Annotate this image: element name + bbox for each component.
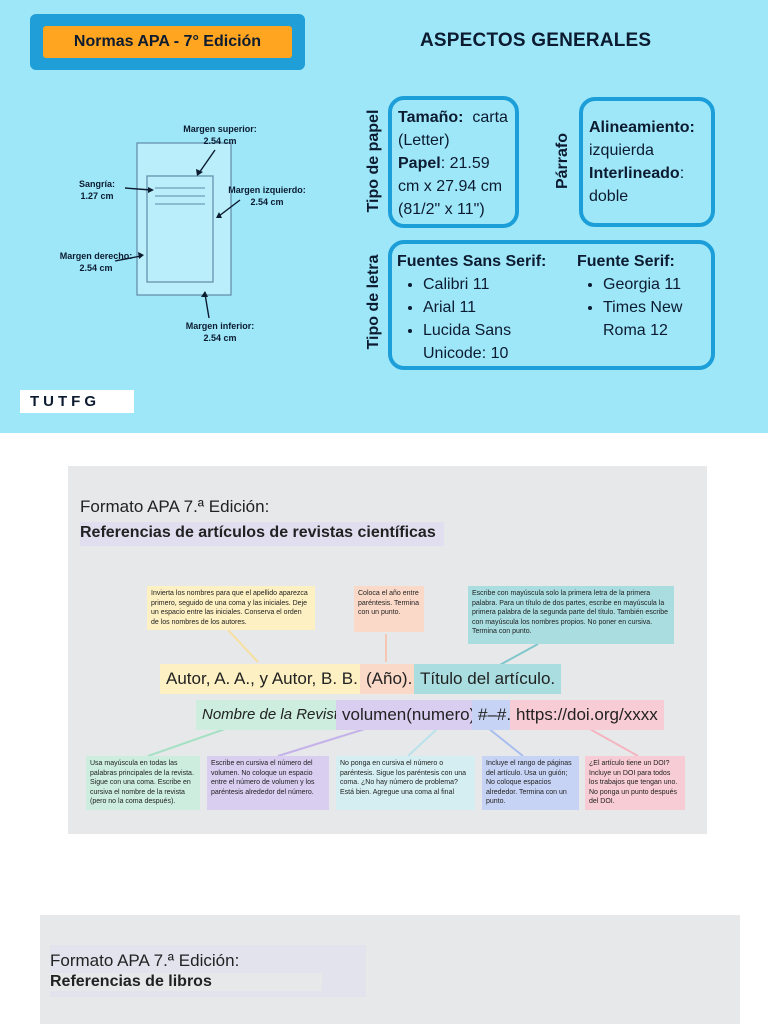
font-calibri: Calibri 11 [423, 273, 567, 296]
header-badge: Normas APA - 7° Edición [43, 26, 292, 58]
papel-label: Papel [398, 155, 441, 172]
chip-volumen: volumen(numero), [336, 700, 486, 730]
alineamiento-label: Alineamiento: [589, 119, 695, 136]
chip-paginas: #–#. [472, 700, 518, 730]
papel-value-3: (81/2" x 11") [398, 201, 485, 218]
tamano-value: carta [472, 109, 508, 126]
note-paginas: Incluye el rango de páginas del artículo… [482, 756, 579, 810]
chip-autor: Autor, A. A., y Autor, B. B. [160, 664, 364, 694]
note-volumen: Escribe en cursiva el número del volumen… [207, 756, 329, 810]
font-georgia: Georgia 11 [603, 273, 702, 296]
tipo-papel-label: Tipo de papel [365, 109, 382, 213]
margin-superior-label: Margen superior:2.54 cm [183, 124, 257, 146]
libros-title: Formato APA 7.ª Edición: [50, 951, 240, 970]
note-ano: Coloca el año entre paréntesis. Termina … [354, 586, 424, 632]
serif-column: Fuente Serif: Georgia 11 Times New Roma … [577, 250, 702, 342]
sans-serif-column: Fuentes Sans Serif: Calibri 11 Arial 11 … [397, 250, 567, 365]
libros-subtitle: Referencias de libros [50, 973, 322, 991]
interlineado-label: Interlineado [589, 165, 680, 182]
sans-serif-title: Fuentes Sans Serif: [397, 253, 547, 270]
aspectos-generales-panel: Normas APA - 7° Edición ASPECTOS GENERAL… [0, 0, 768, 433]
chip-titulo: Título del artículo. [414, 664, 562, 694]
articulos-panel: Formato APA 7.ª Edición: Referencias de … [68, 466, 707, 834]
margin-diagram: Margen superior:2.54 cm Sangría:1.27 cm … [55, 118, 315, 358]
tamano-value-2: (Letter) [398, 132, 450, 149]
connector-lines [147, 629, 639, 757]
page-margin-illustration [114, 142, 241, 319]
libros-panel: Formato APA 7.ª Edición: Referencias de … [40, 915, 740, 1024]
tamano-label: Tamaño: [398, 109, 464, 126]
sangria-label: Sangría:1.27 cm [78, 179, 115, 201]
margin-inferior-label: Margen inferior:2.54 cm [185, 321, 255, 343]
alineamiento-value: izquierda [589, 142, 654, 159]
tipo-letra-card: Fuentes Sans Serif: Calibri 11 Arial 11 … [388, 240, 715, 370]
note-doi: ¿El artículo tiene un DOI? Incluye un DO… [585, 756, 685, 810]
note-titulo: Escribe con mayúscula solo la primera le… [468, 586, 674, 644]
chip-doi: https://doi.org/xxxx [510, 700, 664, 730]
parrafo-label: Párrafo [554, 132, 571, 190]
papel-value-2: cm x 27.94 cm [398, 178, 503, 195]
papel-value: : 21.59 [440, 155, 490, 172]
font-lucida: Lucida Sans Unicode: 10 [423, 319, 567, 365]
parrafo-card: Alineamiento: izquierda Interlineado: do… [579, 97, 715, 227]
note-autor: Invierta los nombres para que el apellid… [147, 586, 315, 630]
chip-revista: Nombre de la Revista, [196, 700, 357, 730]
articulos-title: Formato APA 7.ª Edición: [80, 497, 270, 516]
chip-ano: (Año). [360, 664, 419, 694]
tipo-letra-label: Tipo de letra [365, 254, 382, 350]
interlineado-colon: : [679, 165, 685, 182]
tutfg-logo: TUTFG [20, 390, 134, 413]
header-badge-frame: Normas APA - 7° Edición [30, 14, 305, 70]
margin-izquierdo-label: Margen izquierdo:2.54 cm [228, 185, 306, 207]
font-times: Times New Roma 12 [603, 296, 702, 342]
articulos-subtitle: Referencias de artículos de revistas cie… [80, 522, 444, 546]
tipo-papel-card: Tamaño: carta (Letter) Papel: 21.59 cm x… [388, 96, 519, 228]
font-arial: Arial 11 [423, 296, 567, 319]
interlineado-value: doble [589, 188, 629, 205]
margin-derecho-label: Margen derecho:2.54 cm [59, 251, 133, 273]
note-numero: No ponga en cursiva el número o paréntes… [336, 756, 475, 810]
serif-title: Fuente Serif: [577, 253, 675, 270]
note-revista: Usa mayúscula en todas las palabras prin… [86, 756, 200, 810]
page-title: ASPECTOS GENERALES [420, 30, 652, 51]
